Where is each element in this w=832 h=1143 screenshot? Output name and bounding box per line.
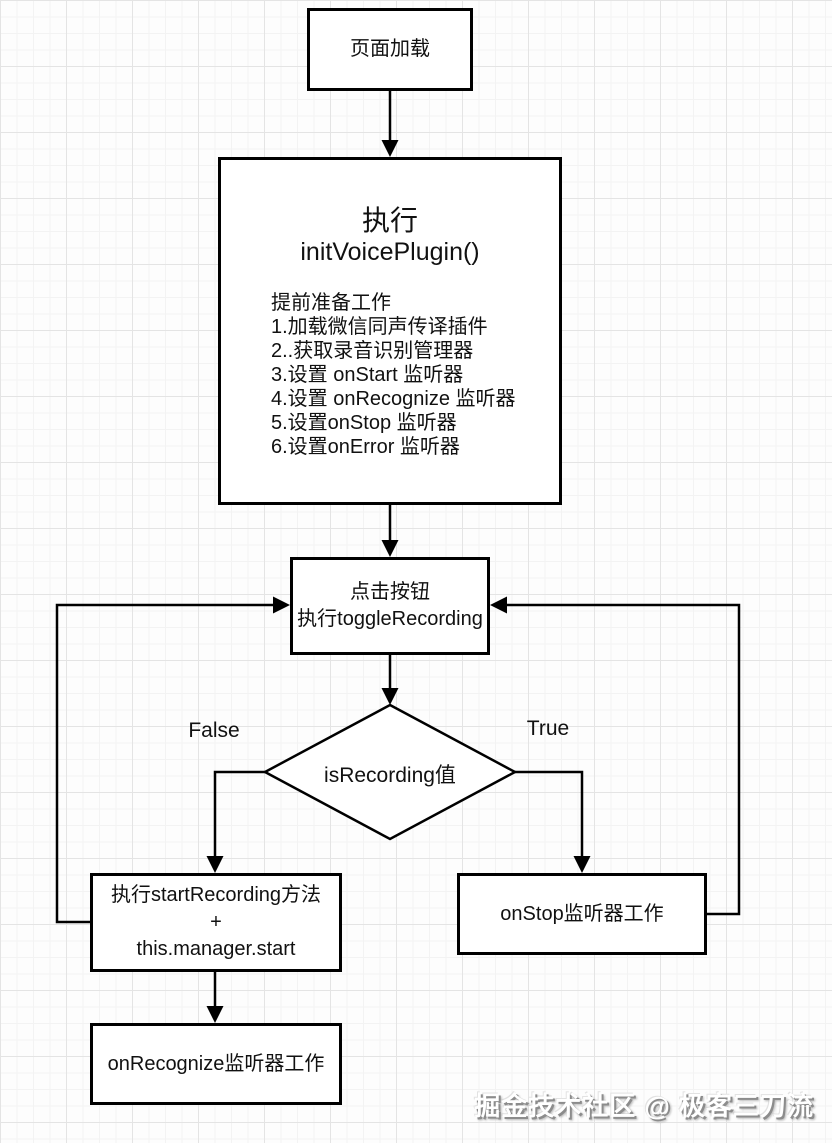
arrowhead-down-decision (381, 688, 399, 705)
start-line3: this.manager.start (136, 938, 296, 960)
init-title: 执行 (361, 205, 418, 236)
init-step-4: 4.设置 onRecognize 监听器 (271, 388, 516, 410)
arrowhead-right-toggle (273, 596, 290, 614)
node-init-voice-plugin: 执行 initVoicePlugin() 提前准备工作 1.加载微信同声传译插件… (218, 157, 562, 505)
init-preparation-list: 提前准备工作 1.加载微信同声传译插件 2..获取录音识别管理器 3.设置 on… (221, 291, 559, 459)
edge-label-true: True (526, 717, 570, 740)
init-step-6: 6.设置onError 监听器 (271, 436, 460, 458)
edge-decision-false (213, 770, 265, 859)
node-start-recording: 执行startRecording方法 + this.manager.start (90, 873, 342, 972)
decision-label: isRecording值 (324, 764, 456, 787)
node-onrecognize-listener: onRecognize监听器工作 (90, 1023, 342, 1105)
arrowhead-down-toggle (381, 540, 399, 557)
arrowhead-left-toggle (490, 596, 507, 614)
edge-onstop-loopback (505, 603, 741, 916)
arrowhead-down-onrecognize (206, 1006, 224, 1023)
toggle-line2: 执行toggleRecording (297, 608, 483, 630)
edge-label-false: False (188, 719, 240, 742)
page-load-label: 页面加载 (350, 38, 430, 60)
init-step-1: 1.加载微信同声传译插件 (271, 316, 488, 338)
start-line2: + (210, 911, 222, 933)
init-list-header: 提前准备工作 (271, 292, 391, 314)
node-onstop-listener: onStop监听器工作 (457, 873, 707, 955)
node-toggle-recording: 点击按钮 执行toggleRecording (290, 557, 490, 655)
onrecognize-label: onRecognize监听器工作 (107, 1052, 325, 1075)
onstop-label: onStop监听器工作 (500, 902, 664, 925)
init-step-3: 3.设置 onStart 监听器 (271, 364, 464, 386)
init-step-2: 2..获取录音识别管理器 (271, 340, 474, 362)
arrowhead-down-init (381, 140, 399, 157)
edge-decision-true (515, 770, 584, 859)
arrowhead-down-onstop (573, 856, 591, 873)
init-subtitle: initVoicePlugin() (300, 238, 480, 266)
arrowhead-down-start (206, 856, 224, 873)
toggle-line1: 点击按钮 (350, 581, 430, 603)
start-line1: 执行startRecording方法 (110, 884, 322, 906)
node-page-load: 页面加载 (307, 8, 473, 91)
watermark-text: 掘金技术社区 @ 极客三刀流 (474, 1091, 814, 1121)
init-step-5: 5.设置onStop 监听器 (271, 412, 457, 434)
